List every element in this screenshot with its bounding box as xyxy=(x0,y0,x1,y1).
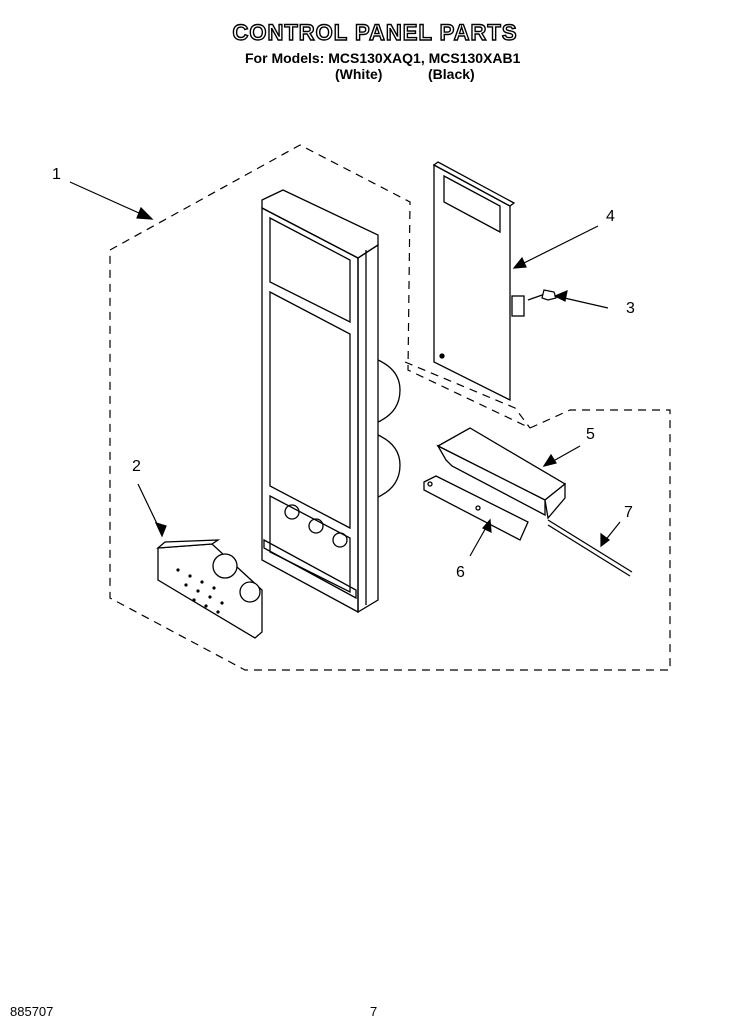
callout-4: 4 xyxy=(606,208,615,225)
screw xyxy=(527,289,557,301)
callout-6: 6 xyxy=(456,564,465,581)
models-line: For Models: MCS130XAQ1, MCS130XAB1 xyxy=(245,50,521,66)
leader-lines xyxy=(69,181,621,557)
mounting-bracket xyxy=(436,427,567,520)
assembly-boundary-main xyxy=(109,144,671,671)
circuit-board xyxy=(432,161,525,402)
control-panel-frame xyxy=(261,189,401,614)
callout-2: 2 xyxy=(132,458,141,475)
connector-wire xyxy=(547,519,633,577)
page-title: CONTROL PANEL PARTS xyxy=(232,19,518,45)
callout-3: 3 xyxy=(626,300,635,317)
keypad xyxy=(156,539,263,639)
hinge-plate xyxy=(423,475,529,541)
page-number: 7 xyxy=(370,1004,378,1019)
assembly-boundary-board xyxy=(404,361,531,429)
callout-7: 7 xyxy=(624,504,633,521)
document-number: 885707 xyxy=(10,1004,54,1019)
callout-1: 1 xyxy=(52,166,61,183)
variant-white-label: (White) xyxy=(335,66,383,82)
callout-5: 5 xyxy=(586,426,595,443)
variant-black-label: (Black) xyxy=(428,66,475,82)
